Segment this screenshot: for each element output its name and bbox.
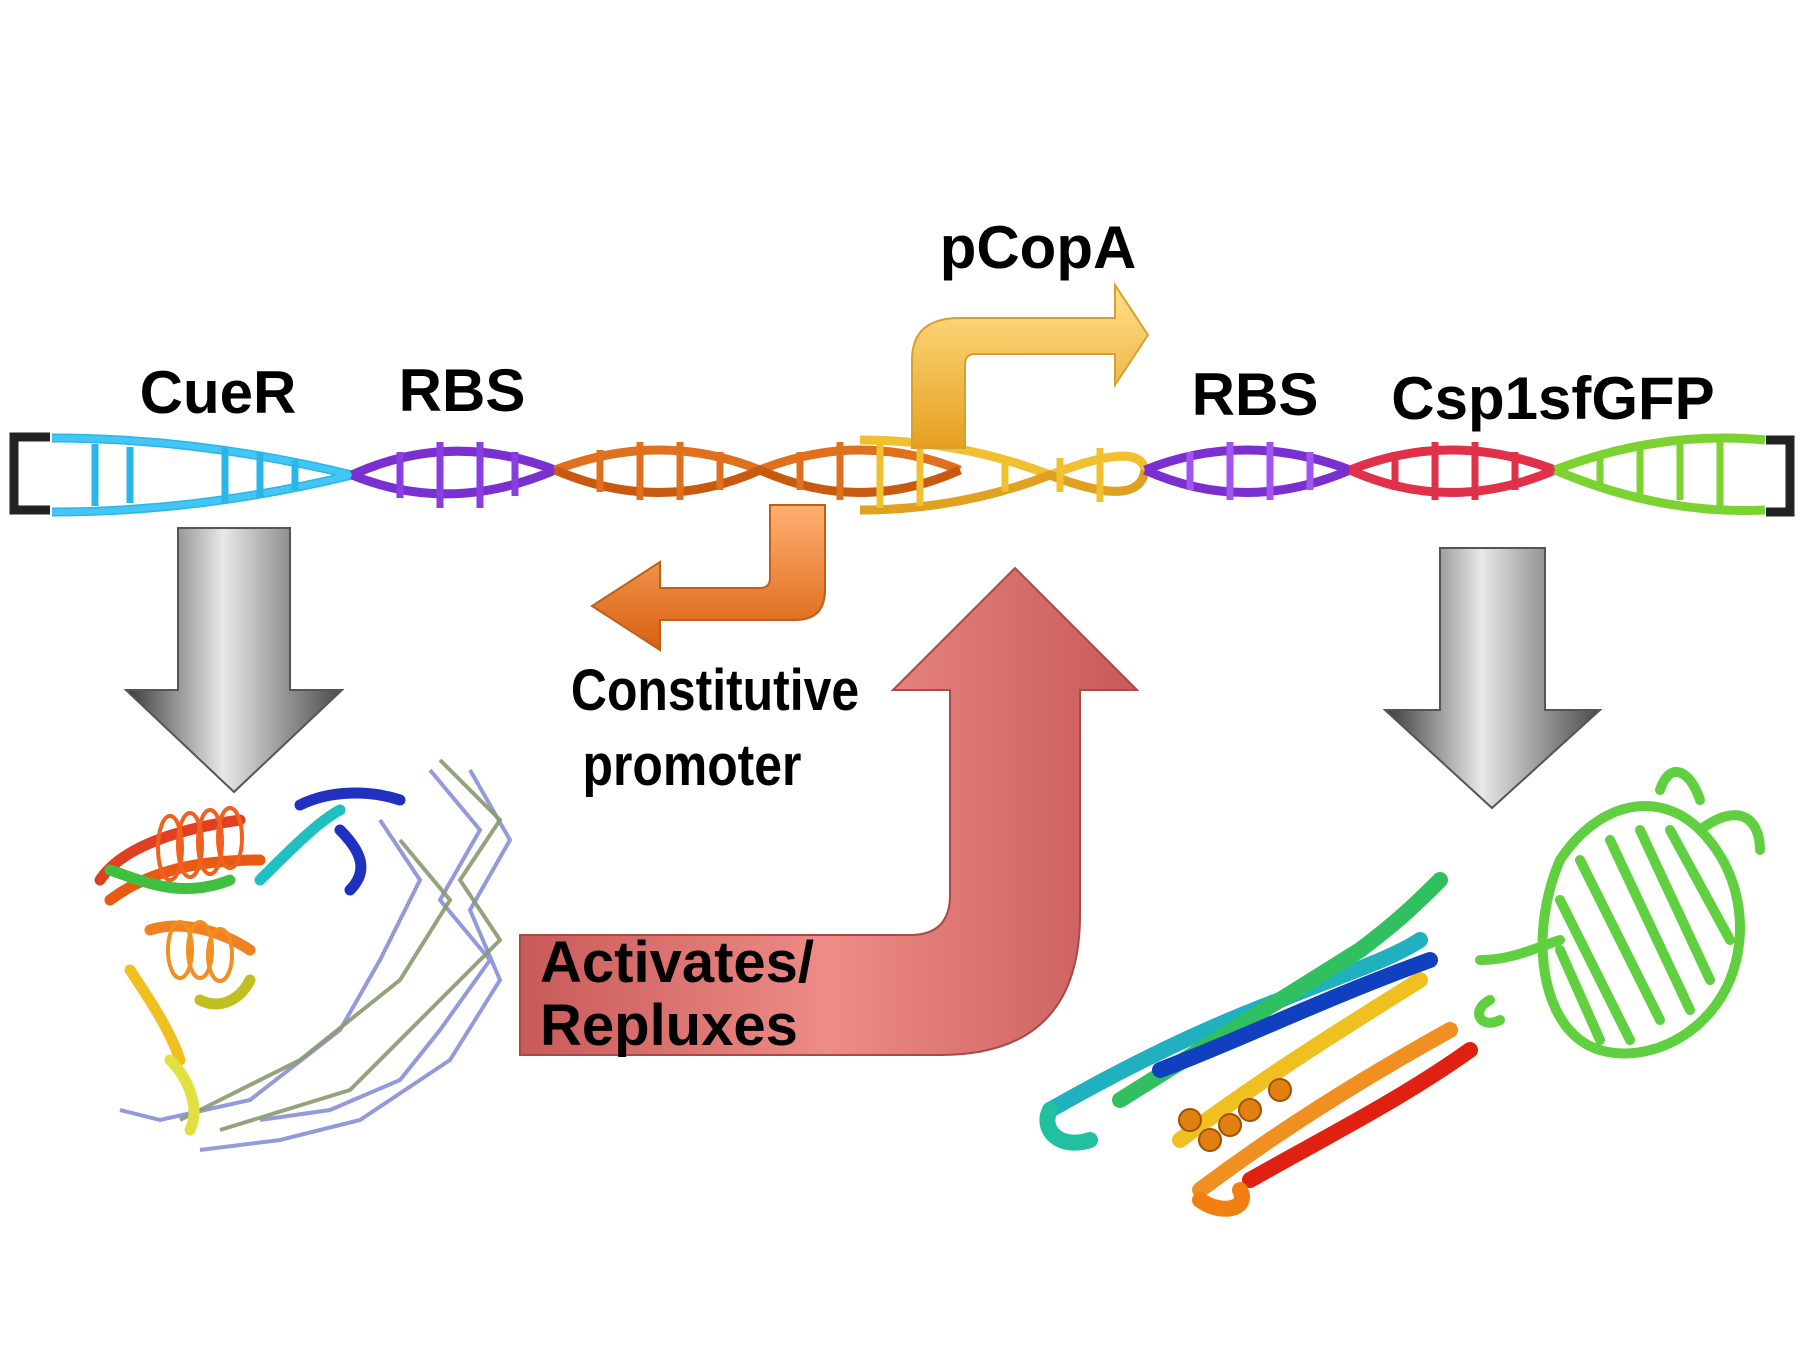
dna-left-end-cap	[9, 432, 50, 515]
csp1-copper-sites	[1178, 1078, 1292, 1152]
regulation-arrow	[519, 566, 1140, 1056]
label-regulation-line1: Activates/	[540, 930, 814, 995]
dna-right-end-cap	[1766, 435, 1795, 517]
dna-segment-cuer	[51, 433, 354, 517]
label-pcopa: pCopA	[940, 214, 1137, 281]
csp1-protein-structure	[1039, 872, 1478, 1217]
dna-segment-pcopa-region	[859, 435, 1150, 515]
label-rbs-right: RBS	[1192, 361, 1319, 428]
dna-segment-rbs-right	[1143, 442, 1363, 500]
label-rbs-left: RBS	[399, 357, 526, 424]
cuer-dna-complex-structure	[94, 758, 513, 1152]
reporter-expression-arrow	[1382, 547, 1603, 810]
constitutive-promoter-arrow	[590, 504, 826, 652]
label-reporter: Csp1sfGFP	[1391, 365, 1714, 432]
dna-segment-constitutive-region	[553, 442, 962, 500]
label-regulation-line2: Repluxes	[540, 993, 798, 1058]
pcopa-promoter-arrow	[911, 281, 1150, 449]
dna-segment-rbs-left	[350, 442, 568, 508]
cuer-expression-arrow	[123, 527, 345, 794]
dna-segment-csp1-region	[1348, 442, 1568, 500]
sfgfp-protein-structure	[1474, 766, 1765, 1059]
label-cuer: CueR	[140, 359, 297, 426]
label-constitutive-line2: promoter	[583, 734, 802, 798]
dna-segment-sfgfp-region	[1553, 433, 1766, 515]
label-constitutive-line1: Constitutive	[571, 659, 859, 723]
